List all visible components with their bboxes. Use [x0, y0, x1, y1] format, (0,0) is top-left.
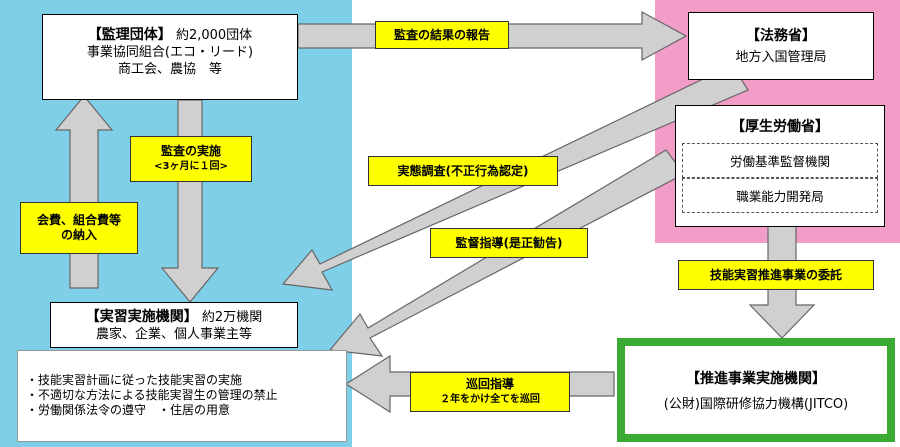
- label-inspection-text: 実態調査(不正行為認定): [397, 163, 529, 178]
- label-audit-impl: 監査の実施 <3ヶ月に１回>: [130, 136, 252, 182]
- label-audit-report: 監査の結果の報告: [375, 21, 509, 49]
- homusho-sub: 地方入国管理局: [735, 50, 827, 65]
- jisshu-duties-box: ・技能実習計画に従った技能実習の実施 ・不適切な方法による技能実習生の管理の禁止…: [17, 350, 347, 442]
- label-commission: 技能実習推進事業の委託: [678, 260, 874, 290]
- duty-item: ・労働関係法令の遵守 ・住居の用意: [26, 403, 231, 417]
- kanri-dantai-box: 【監理団体】 約2,000団体 事業協同組合(エコ・リード) 商工会、農協 等: [42, 14, 298, 100]
- homusho-box: 【法務省】 地方入国管理局: [688, 12, 874, 80]
- duty-item: ・不適切な方法による技能実習生の管理の禁止: [26, 388, 278, 402]
- kosei-dept-vocational: 職業能力開発局: [682, 178, 878, 213]
- jisshu-line2: 農家、企業、個人事業主等: [95, 327, 252, 342]
- arrow-audit-impl: [160, 99, 220, 303]
- kosei-dept-labor-standards: 労働基準監督機関: [682, 143, 878, 178]
- arrow-fees: [54, 95, 114, 289]
- kanri-title: 【監理団体】: [87, 27, 172, 43]
- jisshu-title: 【実習実施機関】: [85, 309, 198, 325]
- label-commission-text: 技能実習推進事業の委託: [709, 267, 842, 282]
- label-inspection: 実態調査(不正行為認定): [368, 156, 558, 186]
- jisshu-count: 約2万機関: [201, 310, 263, 325]
- label-supervision-text: 監督指導(是正勧告): [455, 235, 563, 250]
- label-patrol-sub: ２年をかけ全てを巡回: [440, 394, 540, 405]
- label-audit-impl-sub: <3ヶ月に１回>: [154, 161, 228, 172]
- label-fees-text2: の納入: [60, 228, 97, 242]
- homusho-title: 【法務省】: [746, 28, 816, 44]
- label-supervision: 監督指導(是正勧告): [430, 228, 588, 258]
- duty-item: ・技能実習計画に従った技能実習の実施: [26, 373, 243, 387]
- suishin-sub: (公財)国際研修協力機構(JITCO): [663, 397, 849, 412]
- suishin-title: 【推進事業実施機関】: [686, 371, 826, 387]
- label-audit-report-text: 監査の結果の報告: [393, 27, 490, 42]
- kanri-line2: 事業協同組合(エコ・リード): [86, 45, 254, 60]
- label-patrol: 巡回指導 ２年をかけ全てを巡回: [410, 372, 570, 412]
- kanri-count: 約2,000団体: [175, 28, 253, 43]
- label-fees-text: 会費、組合費等: [36, 213, 121, 227]
- kanri-line3: 商工会、農協 等: [117, 62, 222, 77]
- suishin-box: 【推進事業実施機関】 (公財)国際研修協力機構(JITCO): [617, 338, 895, 442]
- label-audit-impl-text: 監査の実施: [160, 144, 221, 158]
- kosei-dept2: 職業能力開発局: [736, 189, 824, 204]
- label-fees: 会費、組合費等 の納入: [20, 202, 138, 254]
- label-patrol-text: 巡回指導: [465, 377, 514, 391]
- kosei-title: 【厚生労働省】: [731, 119, 829, 135]
- jisshu-box: 【実習実施機関】 約2万機関 農家、企業、個人事業主等: [50, 302, 298, 348]
- kosei-dept1: 労働基準監督機関: [729, 154, 830, 169]
